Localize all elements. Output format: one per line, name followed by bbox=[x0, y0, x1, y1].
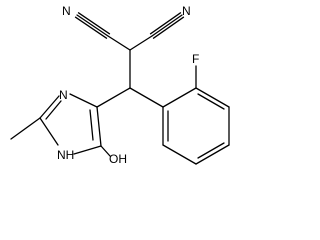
nitrile-triple-bond-left bbox=[74, 12, 111, 39]
bond-ch-to-phenyl bbox=[129, 87, 164, 108]
atom-n-cyano-right: N bbox=[182, 4, 191, 18]
bond-ch-to-imidazole bbox=[96, 87, 131, 108]
bond-cyano-carbon-right bbox=[129, 35, 153, 51]
imidazole-ring bbox=[39, 93, 102, 155]
chemical-structure: N N F N NH OH bbox=[10, 4, 230, 166]
atom-fluorine: F bbox=[192, 52, 199, 66]
nitrile-triple-bond-right bbox=[149, 12, 185, 39]
atom-n-cyano-left: N bbox=[62, 4, 71, 18]
molecule-canvas: N N F N NH OH bbox=[10, 4, 230, 166]
atom-n-imidazole: N bbox=[59, 88, 68, 102]
atom-hydroxyl: OH bbox=[109, 152, 127, 166]
bond-methyl bbox=[10, 117, 41, 140]
fluorophenyl-ring bbox=[162, 87, 230, 165]
atom-nh-imidazole: NH bbox=[57, 148, 74, 162]
bond-c-oh bbox=[100, 145, 111, 157]
bond-cyano-carbon-left bbox=[107, 35, 131, 51]
